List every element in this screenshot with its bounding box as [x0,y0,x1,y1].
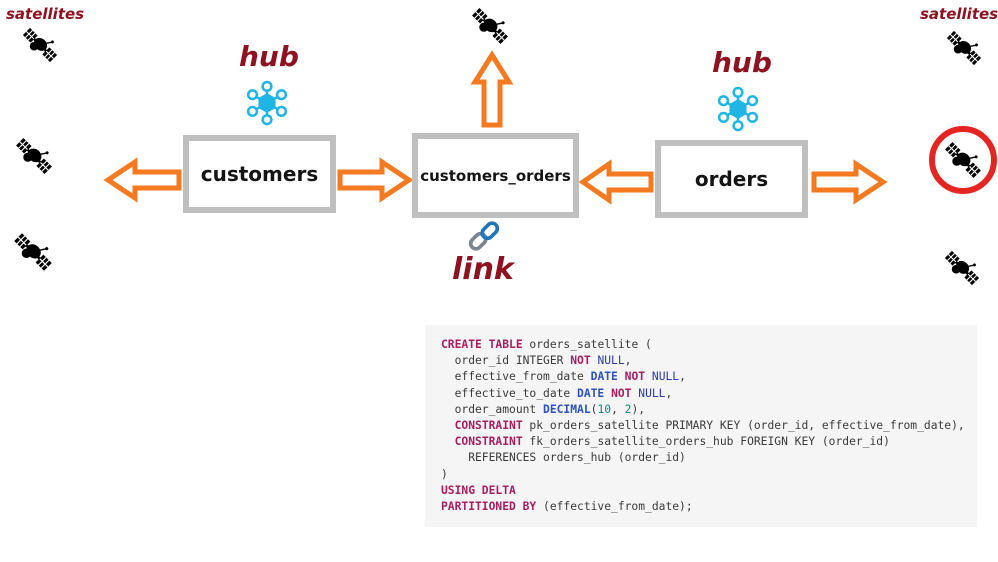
code-line: ) [441,467,448,481]
chain-link-icon [465,217,503,255]
hub-node-orders-label: orders [694,167,769,191]
link-node-customers-orders-label: customers_orders [420,166,571,185]
code-line: CONSTRAINT fk_orders_satellite_orders_hu… [454,435,890,449]
arrow-left-icon [578,159,654,205]
code-line: order_amount DECIMAL(10, 2), [441,402,646,416]
satellite-icon [13,135,55,177]
hub-icon [713,83,763,133]
sql-code-block: CREATE TABLE orders_satellite ( order_id… [425,325,977,528]
arrow-right-icon [337,157,414,203]
satellite-icon-circled [942,139,984,181]
code-line: effective_from_date DATE NOT NULL, [441,370,686,384]
code-line: USING DELTA [441,483,516,497]
hub-label-right: hub [712,46,772,79]
arrow-right-icon [811,159,888,205]
arrow-left-icon [103,157,182,203]
hub-node-orders: orders [655,140,808,218]
arrow-up-icon [470,50,514,128]
satellites-label-left: satellites [6,5,85,23]
satellite-icon [944,28,984,68]
satellite-icon [20,25,60,65]
code-line: effective_to_date DATE NOT NULL, [441,386,673,400]
hub-node-customers: customers [183,135,336,213]
code-line: order_id INTEGER NOT NULL, [441,354,632,368]
satellite-icon [942,248,982,288]
code-line: CONSTRAINT pk_orders_satellite PRIMARY K… [454,419,965,433]
hub-label-left: hub [239,40,299,73]
red-circle-highlight [929,126,997,194]
satellite-icon [11,230,55,274]
link-node-customers-orders: customers_orders [412,133,579,218]
satellite-icon [469,5,511,47]
satellites-label-right: satellites [920,5,998,23]
code-line: REFERENCES orders_hub (order_id) [441,451,686,465]
code-line: CREATE TABLE orders_satellite ( [441,338,652,351]
code-line: PARTITIONED BY (effective_from_date); [441,500,693,514]
link-label: link [452,252,514,287]
hub-node-customers-label: customers [200,162,319,186]
hub-icon [242,77,292,127]
